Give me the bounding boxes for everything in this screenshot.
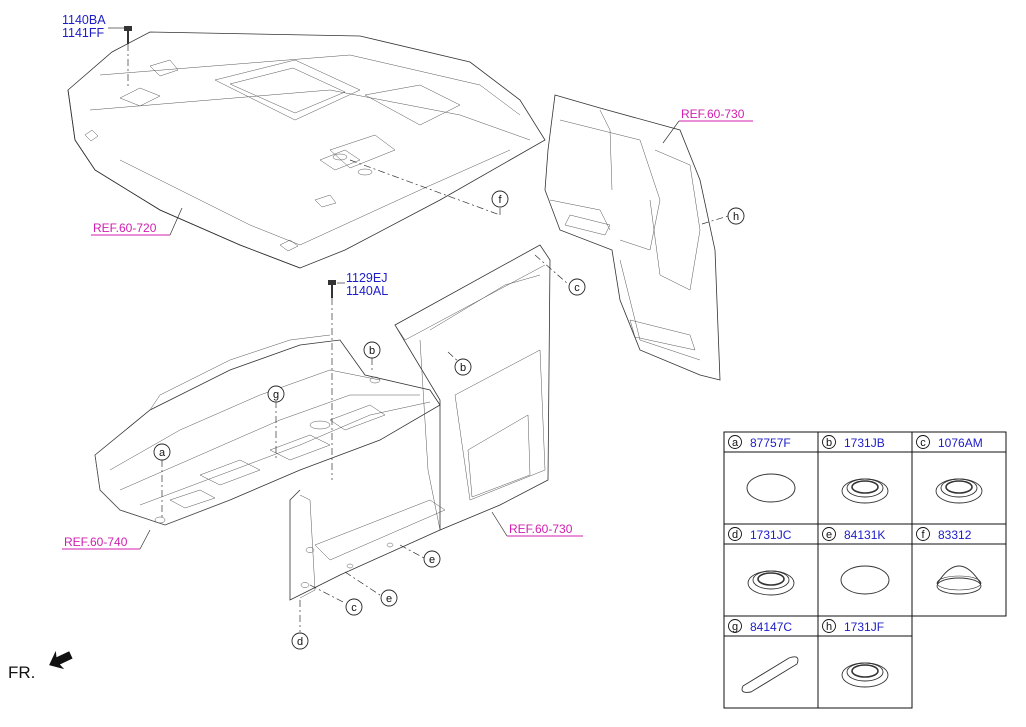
svg-text:c: c bbox=[351, 602, 357, 614]
svg-text:e: e bbox=[386, 593, 392, 605]
callout-circle-b-top: b bbox=[363, 341, 381, 359]
callout-circle-b-mid: b bbox=[454, 358, 472, 376]
parts-cell-e: e 84131K bbox=[817, 523, 913, 617]
parts-cell-f: f 83312 bbox=[911, 523, 1007, 617]
dash-lines bbox=[161, 159, 729, 632]
parts-letter-circle bbox=[822, 619, 836, 633]
parts-cell-g: g 84147C bbox=[723, 615, 819, 709]
bolt-1129ej bbox=[328, 280, 336, 480]
floor-panel bbox=[94, 334, 441, 526]
parts-letter: b bbox=[826, 437, 832, 449]
roof-panel bbox=[67, 31, 546, 269]
slot-pad-icon bbox=[741, 656, 799, 693]
parts-letter: g bbox=[732, 621, 738, 633]
svg-text:h: h bbox=[733, 211, 739, 223]
parts-cell-a: a 87757F bbox=[723, 431, 819, 525]
parts-letter: h bbox=[826, 621, 832, 633]
callout-circle-d: d bbox=[291, 632, 309, 650]
parts-letter-circle bbox=[822, 527, 836, 541]
code-1140ba: 1140BA bbox=[62, 13, 106, 27]
ref-60-730-lower: REF.60-730 bbox=[509, 522, 573, 536]
parts-letter: f bbox=[921, 529, 925, 541]
svg-text:d: d bbox=[297, 636, 303, 648]
circle-callouts: f h c b b g a e e c d bbox=[153, 190, 745, 650]
parts-letter: a bbox=[732, 437, 739, 449]
parts-letter: e bbox=[826, 529, 832, 541]
bolt-1140ba bbox=[124, 26, 132, 88]
parts-code: 87757F bbox=[750, 436, 791, 450]
callout-1129ej: 1129EJ 1140AL bbox=[337, 271, 388, 298]
parts-letter-circle bbox=[822, 435, 836, 449]
parts-cell-b: b 1731JB bbox=[817, 431, 913, 525]
svg-text:a: a bbox=[159, 447, 166, 459]
rear-side-panel bbox=[544, 94, 721, 381]
svg-text:f: f bbox=[498, 194, 502, 206]
callout-circle-c-top: c bbox=[568, 278, 586, 296]
ref-rear-upper: REF.60-730 bbox=[662, 107, 753, 144]
svg-text:b: b bbox=[460, 362, 466, 374]
parts-letter-circle bbox=[916, 527, 930, 541]
parts-code: 84147C bbox=[750, 620, 792, 634]
ref-60-740: REF.60-740 bbox=[64, 535, 128, 549]
grommet-icon bbox=[841, 478, 889, 504]
code-1141ff: 1141FF bbox=[62, 26, 105, 40]
svg-text:b: b bbox=[369, 345, 375, 357]
parts-code: 84131K bbox=[844, 528, 885, 542]
dome-cap-icon bbox=[936, 565, 982, 595]
callout-circle-h: h bbox=[727, 207, 745, 225]
svg-text:g: g bbox=[273, 389, 279, 401]
ref-60-730-upper: REF.60-730 bbox=[681, 107, 745, 121]
svg-text:c: c bbox=[574, 282, 580, 294]
ref-60-720: REF.60-720 bbox=[93, 221, 157, 235]
callout-circle-a: a bbox=[153, 443, 171, 461]
side-body-panel bbox=[289, 244, 551, 601]
svg-text:e: e bbox=[429, 554, 435, 566]
parts-letter-circle bbox=[728, 435, 742, 449]
parts-code: 1076AM bbox=[938, 436, 983, 450]
parts-cell-d: d 1731JC bbox=[723, 523, 819, 617]
parts-code: 1731JF bbox=[844, 620, 884, 634]
front-label: FR. bbox=[8, 663, 35, 682]
callout-circle-c-bottom: c bbox=[345, 598, 363, 616]
parts-cell-h: h 1731JF bbox=[817, 615, 913, 709]
grommet-icon bbox=[841, 662, 889, 688]
grommet-icon bbox=[747, 570, 795, 596]
grommet-icon bbox=[935, 478, 983, 504]
parts-letter: c bbox=[920, 437, 926, 449]
ref-side-lower: REF.60-730 bbox=[491, 511, 583, 537]
parts-letter: d bbox=[732, 529, 738, 541]
oval-plug-icon bbox=[746, 473, 796, 503]
parts-code: 83312 bbox=[938, 528, 972, 542]
code-1140al: 1140AL bbox=[346, 284, 388, 298]
callout-circle-f: f bbox=[491, 190, 509, 208]
parts-letter-circle bbox=[916, 435, 930, 449]
callout-circle-e-2: e bbox=[380, 589, 398, 607]
parts-code: 1731JB bbox=[844, 436, 885, 450]
front-arrow-icon bbox=[49, 650, 73, 670]
parts-cell-c: c 1076AM bbox=[911, 431, 1007, 525]
parts-code: 1731JC bbox=[750, 528, 792, 542]
parts-letter-circle bbox=[728, 527, 742, 541]
callout-1140ba: 1140BA 1141FF bbox=[62, 13, 124, 40]
ref-floor: REF.60-740 bbox=[62, 529, 151, 550]
parts-table: a 87757F b 1731JB c 1076AM d 1731JC e 84131K f 8331… bbox=[723, 431, 1007, 709]
callout-circle-e-1: e bbox=[423, 550, 441, 568]
front-indicator: FR. bbox=[8, 650, 73, 682]
ref-roof: REF.60-720 bbox=[91, 207, 183, 236]
code-1129ej: 1129EJ bbox=[346, 271, 387, 285]
oval-plug-icon bbox=[840, 565, 890, 595]
callout-circle-g: g bbox=[267, 385, 285, 403]
parts-letter-circle bbox=[728, 619, 742, 633]
